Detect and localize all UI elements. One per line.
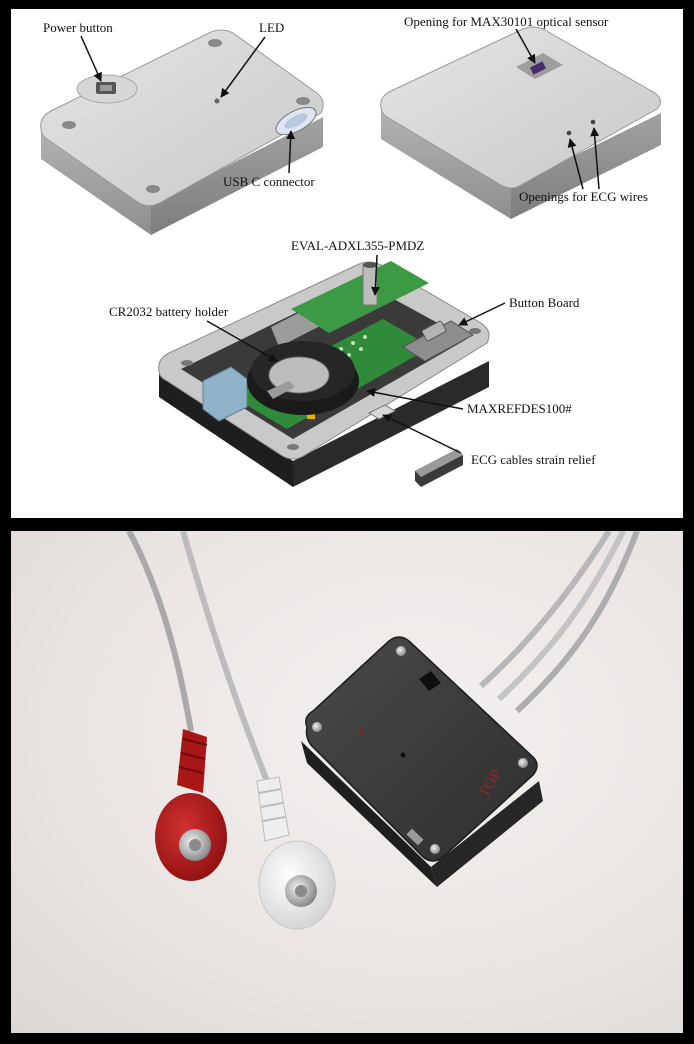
cad-drawing: Power button LED USB C connector Opening… (40, 14, 661, 487)
usb-port-photo-icon (406, 828, 424, 846)
label-led: LED (259, 20, 284, 35)
screw-hole (469, 328, 481, 334)
arrow-button-board (458, 302, 506, 326)
eval-board-pcb (291, 261, 429, 333)
screw-icon (396, 646, 406, 656)
ecg-cable-device-2 (496, 531, 626, 702)
photo-panel: 8 TOP (11, 531, 683, 1033)
white-snap-electrode (256, 776, 336, 930)
battery-clip-tab (267, 381, 295, 399)
label-optical-opening: Opening for MAX30101 optical sensor (404, 14, 609, 29)
enclosure-top-face (40, 29, 324, 207)
device-enclosure-photo: 8 TOP (301, 636, 543, 887)
pcb-pad (359, 347, 363, 351)
ecg-cable-red (126, 531, 194, 732)
arrow-optical-opening (515, 28, 536, 64)
button-board-switch (421, 320, 447, 342)
label-strain-relief: ECG cables strain relief (471, 452, 596, 467)
pcb-pad (351, 341, 355, 345)
enclosure-base-left (159, 371, 293, 487)
screw-icon (312, 722, 322, 732)
screw-hole (287, 444, 299, 450)
enclosure-front-view (40, 29, 324, 235)
enclosure-side-left (381, 107, 511, 219)
usb-c-port-inner (284, 113, 308, 129)
arrow-strain-relief (382, 414, 462, 454)
red-snap-electrode (155, 729, 227, 881)
ecg-wire-hole (590, 119, 596, 125)
screw-hole (181, 360, 193, 366)
enclosure-side-right (151, 117, 323, 235)
strain-relief-slot (367, 404, 397, 420)
strain-relief-top (415, 449, 463, 477)
screw-hole (296, 97, 310, 105)
power-button-cap (100, 85, 112, 91)
arrow-ecg-opening-2 (590, 127, 600, 190)
arrow-eval-board (370, 254, 380, 296)
label-ecg-openings: Openings for ECG wires (519, 189, 648, 204)
enclosure-top-face (380, 26, 661, 189)
screw-icon (430, 844, 440, 854)
optical-window-icon (419, 671, 441, 691)
label-power-button: Power button (43, 20, 113, 35)
label-maxrefdes: MAXREFDES100# (467, 401, 572, 416)
device-side-right (431, 781, 543, 887)
device-top-face (305, 636, 538, 862)
enclosure-base-right (293, 361, 489, 487)
screw-hole (208, 39, 222, 47)
label-usb-c: USB C connector (223, 174, 315, 189)
arrow-battery-holder (206, 320, 278, 362)
ecg-cable-device-3 (514, 531, 640, 714)
white-snap-stud-center (295, 885, 307, 897)
arrow-led (220, 36, 266, 98)
ecg-cable-white (180, 531, 272, 788)
red-snap-neck (177, 729, 207, 793)
device-side-left (301, 741, 437, 887)
white-snap-neck (256, 776, 290, 842)
standoff-hole (363, 262, 377, 268)
device-photo: 8 TOP (126, 531, 640, 930)
led-hole-icon (400, 752, 406, 758)
case-mark: 8 (355, 729, 365, 737)
white-snap-ridges (258, 788, 286, 822)
enclosure-side-left (41, 129, 151, 235)
strain-relief-part (415, 449, 463, 487)
red-snap-stud-center (189, 839, 201, 851)
cad-panel: Power button LED USB C connector Opening… (11, 9, 683, 518)
connector-block (202, 366, 248, 422)
pcb-pad-yellow (307, 413, 315, 419)
red-snap-ridges (178, 738, 208, 774)
ecg-wire-hole (566, 130, 572, 136)
enclosure-side-right (511, 113, 661, 219)
label-eval-board: EVAL-ADXL355-PMDZ (291, 238, 424, 253)
screw-hole (62, 121, 76, 129)
screw-hole (146, 185, 160, 193)
enclosure-back-view (380, 26, 661, 219)
ecg-cable-device-1 (478, 531, 612, 689)
open-enclosure-view (158, 261, 490, 487)
arrow-maxrefdes (366, 388, 464, 410)
arrow-usb-c (286, 130, 296, 174)
screw-icon (518, 758, 528, 768)
label-button-board: Button Board (509, 295, 580, 310)
pcb-pad (363, 335, 367, 339)
optical-sensor-icon (529, 61, 547, 75)
label-battery-holder: CR2032 battery holder (109, 304, 229, 319)
arrow-power-button (80, 35, 102, 82)
led-icon (214, 98, 220, 104)
arrow-ecg-opening-1 (567, 138, 584, 190)
